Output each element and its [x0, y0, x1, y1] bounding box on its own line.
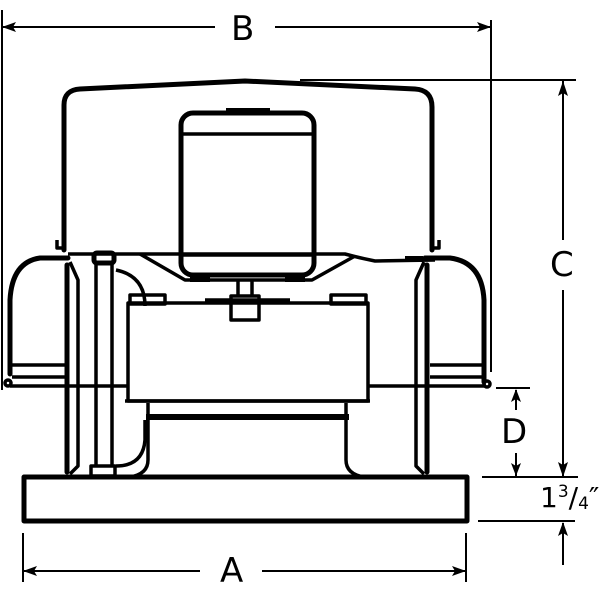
- curb-height-label: 13/4″: [540, 481, 600, 514]
- left-clip: [55, 240, 64, 250]
- motor: [178, 108, 317, 282]
- curb-height-den: 4: [578, 494, 589, 514]
- fan-housing: [125, 293, 370, 479]
- base-curb: [21, 474, 470, 524]
- curb-height-num: 3: [557, 482, 569, 502]
- dimension-c-lines: [300, 79, 576, 477]
- dimension-label-a: A: [220, 551, 244, 591]
- curb-height-unit: ″: [588, 481, 600, 514]
- dimension-d-lines: [482, 387, 578, 478]
- motor-mount: [139, 252, 356, 282]
- dimension-a-lines: [22, 533, 467, 582]
- right-skirt: [368, 255, 492, 476]
- dimension-curb-lines: [478, 520, 575, 565]
- motor-deck: [68, 252, 436, 263]
- hood-top: [61, 78, 435, 253]
- curb-height-whole: 1: [540, 481, 558, 514]
- left-skirt: [3, 255, 128, 476]
- right-clip: [432, 240, 441, 250]
- dimension-b-lines: [1, 10, 492, 390]
- dimension-label-c: C: [550, 245, 574, 285]
- left-bolt: [89, 250, 147, 478]
- hub: [229, 294, 261, 322]
- dimension-label-b: B: [231, 9, 255, 49]
- dimension-label-d: D: [501, 412, 528, 452]
